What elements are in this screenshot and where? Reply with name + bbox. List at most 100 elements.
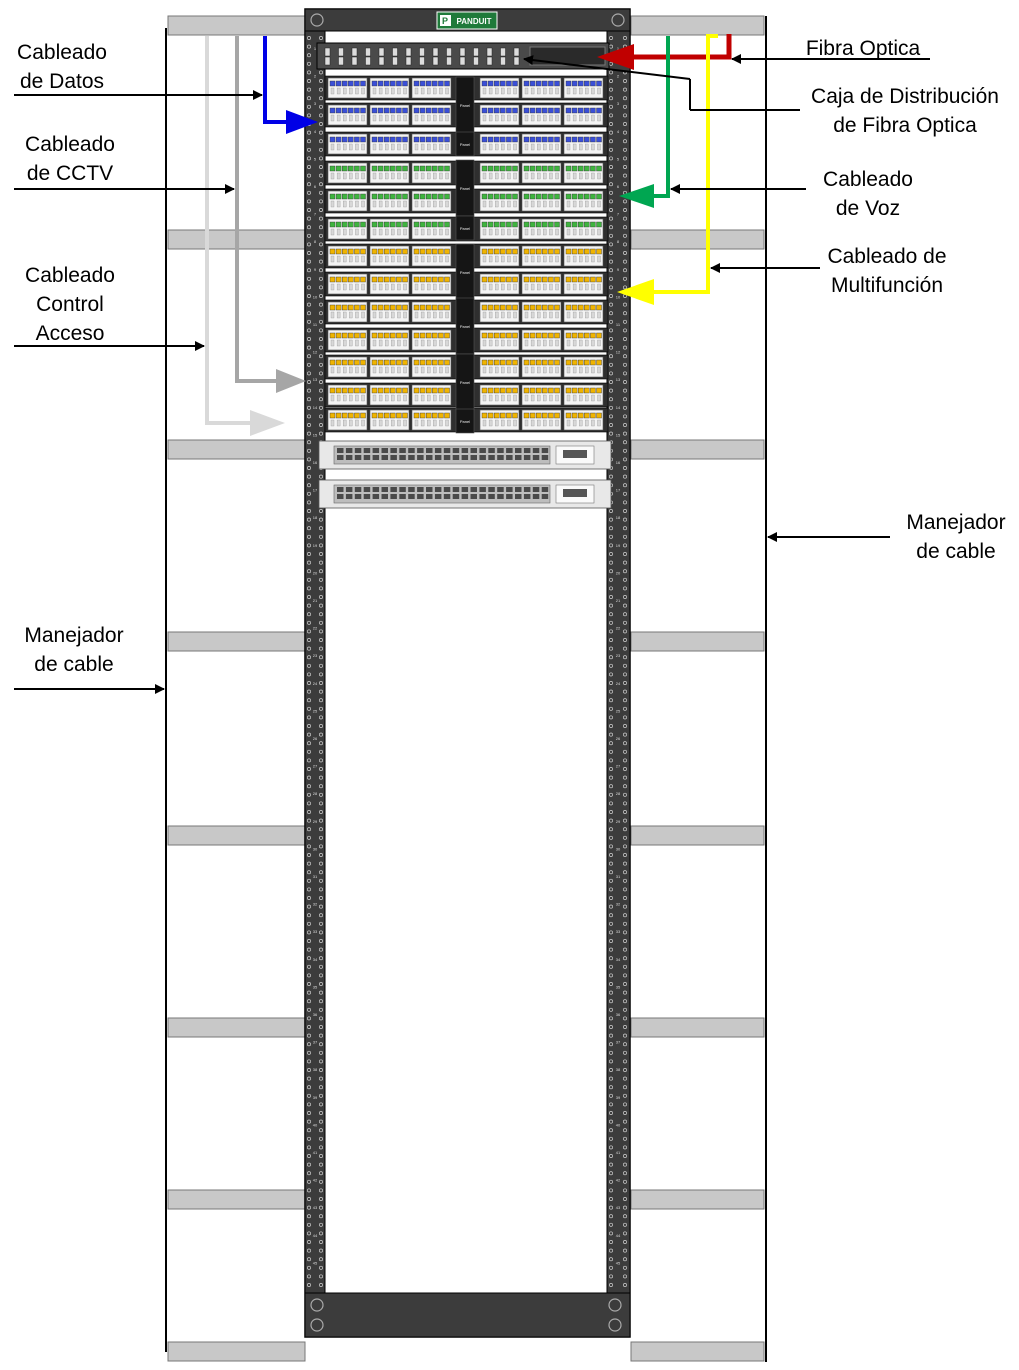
rail-hole [623, 767, 627, 771]
rail-hole [319, 1102, 323, 1107]
jack-port [402, 80, 408, 87]
jack-port [548, 107, 554, 114]
jack-port [506, 193, 512, 200]
rail-hole [623, 749, 627, 754]
rail-hole [623, 337, 627, 341]
rail-hole [307, 586, 311, 591]
rail-hole [319, 732, 323, 737]
jack-port-label [433, 366, 437, 374]
jack-port [548, 248, 554, 255]
jack-port-label [482, 143, 487, 151]
jack-port [481, 193, 488, 200]
rail-hole [307, 225, 311, 230]
rail-hole [609, 431, 613, 436]
jack-port-label [355, 143, 359, 151]
switch-port [541, 448, 549, 453]
jack-port [500, 193, 506, 200]
switch-port [417, 448, 424, 453]
rack-unit-number: 19 [616, 543, 621, 548]
jack-port [329, 304, 336, 311]
rail-hole [623, 1093, 627, 1098]
rail-hole [319, 130, 323, 135]
jack-port [548, 359, 554, 366]
rail-hole [623, 947, 627, 952]
jack-port-label [543, 283, 547, 291]
jack-port [384, 359, 390, 366]
jack-port-label [524, 114, 529, 122]
rail-hole [623, 939, 627, 943]
rail-hole [307, 534, 311, 539]
jack-port [402, 165, 408, 172]
jack-port [487, 248, 494, 255]
jack-port-label [355, 283, 359, 291]
switch-port [408, 455, 415, 460]
jack-port-label [343, 114, 347, 122]
jack-port-label [355, 228, 359, 236]
switch-port [541, 487, 549, 492]
jack-port-label [349, 255, 353, 263]
rail-hole [623, 173, 627, 178]
jack-port-label [572, 87, 577, 95]
rail-hole [623, 629, 627, 634]
switch-port [363, 487, 371, 492]
rail-hole [623, 431, 627, 436]
rail-hole [609, 36, 613, 40]
rack-bottom-cap [304, 1292, 631, 1338]
jack-port [481, 332, 488, 339]
rail-hole [609, 173, 613, 178]
jack-port [536, 248, 542, 255]
rail-hole [609, 887, 613, 892]
jack-port-label [524, 394, 529, 402]
jack-port-label [513, 228, 517, 236]
jack-port-label [355, 419, 359, 427]
jack-port-label [361, 419, 365, 427]
rail-hole [609, 147, 613, 152]
jack-port [554, 304, 560, 311]
rail-hole [609, 337, 613, 341]
jack-port-label [355, 87, 359, 95]
rail-hole [609, 104, 613, 109]
label-line: de cable [34, 653, 114, 676]
switch-port [434, 487, 442, 492]
jack-port [529, 165, 536, 172]
rail-hole [623, 990, 627, 995]
switch-port [408, 494, 415, 499]
rail-hole [319, 1231, 323, 1236]
jack-port-label [555, 228, 559, 236]
rack-unit-number: 26 [313, 736, 318, 741]
jack-port [413, 221, 420, 228]
jack-port-label [439, 311, 443, 319]
jack-port-label [349, 200, 353, 208]
rail-hole [319, 285, 323, 290]
rail-hole [609, 1231, 613, 1236]
rail-hole [623, 655, 627, 660]
rail-hole [609, 655, 613, 660]
rail-hole [307, 681, 311, 685]
jack-port-label [336, 228, 341, 236]
jack-port [536, 107, 542, 114]
jack-port [384, 80, 390, 87]
jack-port [512, 332, 518, 339]
jack-port-label [414, 283, 419, 291]
jack-port [512, 359, 518, 366]
jack-port [377, 165, 384, 172]
fiber-port [500, 47, 506, 57]
jack-port-label [597, 366, 601, 374]
jack-port-label [355, 255, 359, 263]
jack-port [523, 276, 530, 283]
jack-port [536, 359, 542, 366]
label-line: Multifunción [830, 274, 944, 297]
jack-port [596, 165, 602, 172]
jack-port-label [397, 87, 401, 95]
rail-hole [307, 818, 311, 823]
jack-port [390, 165, 396, 172]
rail-hole [609, 672, 613, 677]
rail-hole [307, 70, 311, 75]
jack-port [578, 107, 584, 114]
jack-port [529, 387, 536, 394]
rail-hole [623, 1214, 627, 1219]
switch-port [390, 455, 397, 460]
jack-port-label [385, 114, 389, 122]
jack-port-label [343, 228, 347, 236]
jack-port [390, 80, 396, 87]
